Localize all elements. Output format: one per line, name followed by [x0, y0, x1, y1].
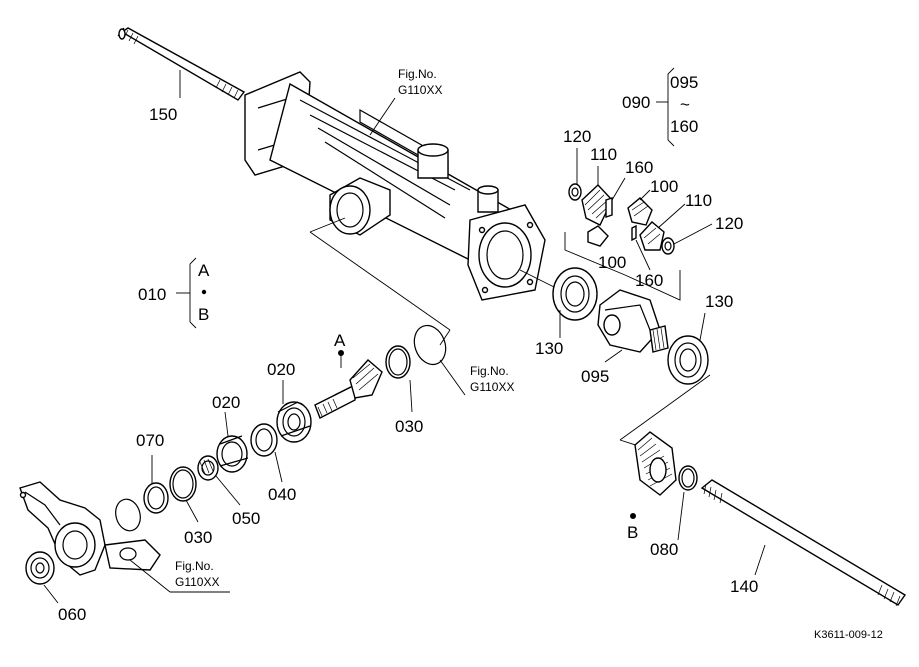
- group-bracket-090: [656, 67, 675, 147]
- figure-code: K3611-009-12: [814, 629, 883, 641]
- point-B2: [630, 513, 636, 519]
- gear-110b: [639, 221, 665, 251]
- label-110b: 110: [685, 191, 712, 210]
- seal-070: [143, 482, 169, 514]
- fig-ref-bottom-value: G110XX: [175, 575, 219, 589]
- washer-120b: [661, 237, 675, 255]
- shim-030-left: [169, 466, 197, 502]
- fig-ref-top-value: G110XX: [398, 83, 442, 97]
- fig-ref-bottom-prefix: Fig.No.: [175, 559, 214, 573]
- bearing-130a: [552, 267, 598, 321]
- label-110a: 110: [590, 145, 617, 164]
- washer-120a: [568, 183, 582, 201]
- label-point-A: A: [334, 331, 346, 350]
- label-070: 070: [136, 431, 164, 450]
- label-100b: 100: [598, 253, 626, 272]
- bearing-020-left: [216, 435, 249, 473]
- label-080: 080: [650, 540, 678, 559]
- label-030-right: 030: [395, 417, 423, 436]
- snap-ring-080: [678, 465, 698, 491]
- label-095: 095: [581, 367, 609, 386]
- label-090: 090: [622, 93, 650, 112]
- label-120a: 120: [563, 127, 591, 146]
- bearing-130b: [667, 335, 709, 385]
- seal-060: [25, 551, 55, 585]
- pin-160a: [605, 197, 613, 218]
- label-130-right: 130: [705, 292, 733, 311]
- label-120b: 120: [715, 214, 743, 233]
- collar-040: [250, 423, 278, 457]
- label-060: 060: [58, 605, 86, 624]
- label-095-range-start: 095: [670, 73, 698, 92]
- pinion-100b: [587, 225, 609, 247]
- pinion-shaft: [314, 359, 383, 419]
- o-ring-right: [413, 324, 447, 366]
- diff-gears: [564, 183, 681, 301]
- o-ring-left: [115, 498, 141, 532]
- label-variant-A: A: [198, 261, 210, 280]
- label-030-left: 030: [184, 528, 212, 547]
- axle-shaft-140: [700, 479, 907, 607]
- label-variant-B: B: [198, 305, 209, 324]
- label-130-left: 130: [535, 339, 563, 358]
- ring-gear: [634, 431, 677, 496]
- fig-ref-mid-prefix: Fig.No.: [470, 364, 509, 378]
- axle-shaft-150: [117, 27, 246, 101]
- diff-case-095: [552, 267, 709, 385]
- label-010: 010: [138, 285, 166, 304]
- label-100a: 100: [650, 177, 678, 196]
- label-160b: 160: [635, 271, 663, 290]
- label-020-left: 020: [212, 393, 240, 412]
- fig-ref-top-prefix: Fig.No.: [398, 67, 437, 81]
- label-160a: 160: [625, 158, 653, 177]
- label-150: 150: [149, 105, 177, 124]
- label-050: 050: [232, 509, 260, 528]
- leader-to-ringgear: [619, 374, 711, 441]
- leader-fig-top: [369, 97, 396, 136]
- bearing-020-right: [276, 401, 312, 443]
- label-range-tilde: ~: [680, 95, 690, 114]
- label-020-right: 020: [267, 360, 295, 379]
- label-040: 040: [268, 485, 296, 504]
- group-bracket-010: [176, 257, 207, 329]
- label-160-range-end: 160: [670, 117, 698, 136]
- nut-050: [197, 455, 219, 481]
- fig-ref-mid-value: G110XX: [470, 380, 514, 394]
- leader-housing-down: [309, 231, 451, 331]
- label-140: 140: [730, 577, 758, 596]
- shim-030-right: [385, 345, 411, 379]
- label-point-B: B: [627, 523, 638, 542]
- axle-housing: [244, 71, 546, 301]
- knuckle-housing: [19, 481, 161, 576]
